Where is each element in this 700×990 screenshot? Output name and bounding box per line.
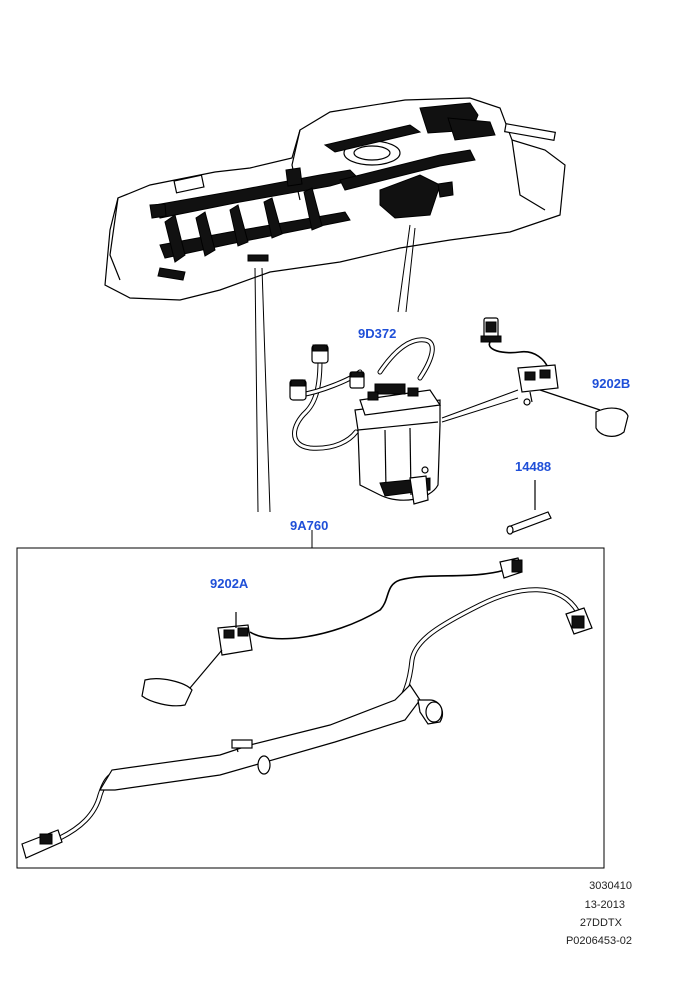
- leader-tank-pump-b: [405, 227, 416, 313]
- reference-code-1: 3030410: [589, 880, 632, 892]
- leader-pump-sender-b-a: [441, 389, 519, 419]
- leader-tank-harness-b: [261, 267, 271, 513]
- leader-tank-harness-a: [254, 267, 259, 513]
- callout-harness[interactable]: 9A760: [290, 518, 328, 533]
- fuel-level-sender-a[interactable]: [141, 557, 523, 707]
- fuel-tank[interactable]: [104, 97, 566, 301]
- reference-code-4: P0206453-02: [566, 935, 632, 947]
- callout-pump-module[interactable]: 9D372: [358, 326, 396, 341]
- seal-part[interactable]: [506, 480, 552, 535]
- leader-tank-pump-a: [397, 224, 411, 313]
- fuel-pump-module[interactable]: [289, 337, 442, 505]
- callout-sender-b[interactable]: 9202B: [592, 376, 630, 391]
- fuel-harness[interactable]: [21, 587, 593, 859]
- harness-kit-frame: [16, 547, 605, 869]
- fuel-level-sender-b[interactable]: [480, 317, 629, 437]
- callout-seal[interactable]: 14488: [515, 459, 551, 474]
- leader-pump-sender-b-b: [441, 397, 519, 423]
- reference-code-2: 13-2013: [585, 899, 625, 911]
- reference-code-3: 27DDTX: [580, 917, 623, 929]
- callout-sender-a[interactable]: 9202A: [210, 576, 249, 591]
